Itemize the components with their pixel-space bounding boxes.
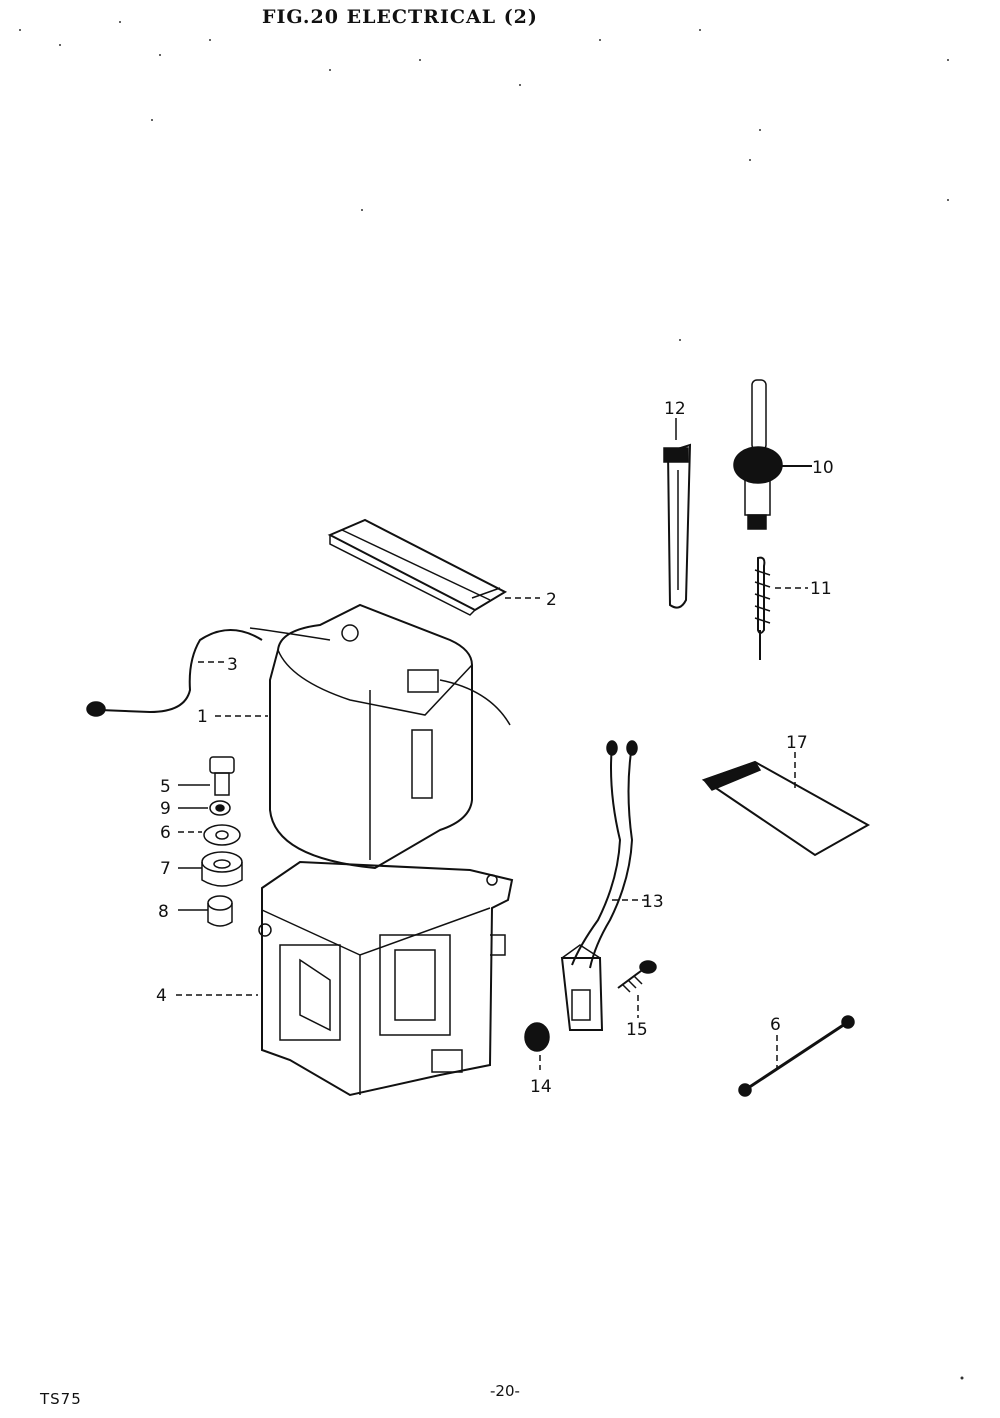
callout-13: 13 xyxy=(642,892,664,912)
part-12-fuse-holder xyxy=(663,418,692,609)
callout-7: 7 xyxy=(160,859,171,879)
model-code: TS75 xyxy=(40,1390,82,1408)
part-2-strap xyxy=(327,518,540,616)
part-6-cushion xyxy=(178,824,241,846)
part-8-collar xyxy=(178,895,233,927)
callout-6-upper: 6 xyxy=(160,823,171,843)
page-number: -20- xyxy=(490,1382,520,1400)
part-9-washer xyxy=(178,800,231,816)
part-14-nut xyxy=(524,1022,550,1070)
callout-9: 9 xyxy=(160,799,171,819)
callout-11: 11 xyxy=(810,579,832,599)
callout-14: 14 xyxy=(530,1077,552,1097)
figure-title: FIG.20 ELECTRICAL (2) xyxy=(262,6,538,28)
callout-17: 17 xyxy=(786,733,808,753)
part-17-label xyxy=(701,752,871,857)
part-15-screw xyxy=(617,960,657,1018)
part-3-vent-tube xyxy=(86,629,263,717)
callout-5: 5 xyxy=(160,777,171,797)
part-7-grommet xyxy=(178,851,243,887)
callout-1: 1 xyxy=(197,707,208,727)
callout-15: 15 xyxy=(626,1020,648,1040)
callout-8: 8 xyxy=(158,902,169,922)
part-13-harness xyxy=(560,740,648,1031)
callout-10: 10 xyxy=(812,458,834,478)
callout-6-lower: 6 xyxy=(770,1015,781,1035)
part-10-switch xyxy=(733,379,812,530)
part-5-bolt xyxy=(178,756,235,796)
part-11-spring xyxy=(754,556,808,660)
scan-noise xyxy=(19,21,964,1380)
callout-2: 2 xyxy=(546,590,557,610)
callout-4: 4 xyxy=(156,986,167,1006)
part-6-band xyxy=(738,1015,855,1097)
callout-3: 3 xyxy=(227,655,238,675)
part-4-battery-holder xyxy=(176,860,514,1097)
callout-12: 12 xyxy=(664,399,686,419)
part-1-battery xyxy=(215,603,511,870)
